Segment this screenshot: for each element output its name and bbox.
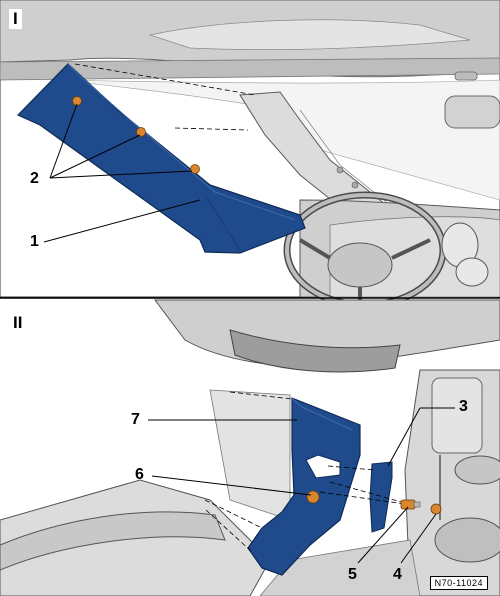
callout-1: 1 <box>30 233 39 250</box>
clip-markers-panel-1 <box>72 96 200 174</box>
callout-2: 2 <box>30 170 39 187</box>
leader-lines-panel-2 <box>148 407 455 564</box>
callout-4: 4 <box>393 566 402 583</box>
bolt-part <box>400 499 421 510</box>
callout-7: 7 <box>131 411 140 428</box>
clip-part <box>306 490 320 504</box>
callout-5: 5 <box>348 566 357 583</box>
reference-code: N70-11024 <box>429 576 488 590</box>
panel-label-2: II <box>9 313 27 333</box>
a-pillar-trim-part <box>16 63 306 254</box>
leader-lines-panel-1 <box>43 103 201 243</box>
callout-3: 3 <box>459 398 468 415</box>
panel-label-1: I <box>9 9 22 29</box>
callout-6: 6 <box>135 466 144 483</box>
cover-part <box>369 461 393 533</box>
nut-part <box>430 455 442 520</box>
footwell-side-trim-part <box>247 397 361 576</box>
panel-1-illustration <box>0 0 500 309</box>
assembly-lines-panel-2 <box>204 391 413 553</box>
panel-2-illustration <box>0 299 500 596</box>
